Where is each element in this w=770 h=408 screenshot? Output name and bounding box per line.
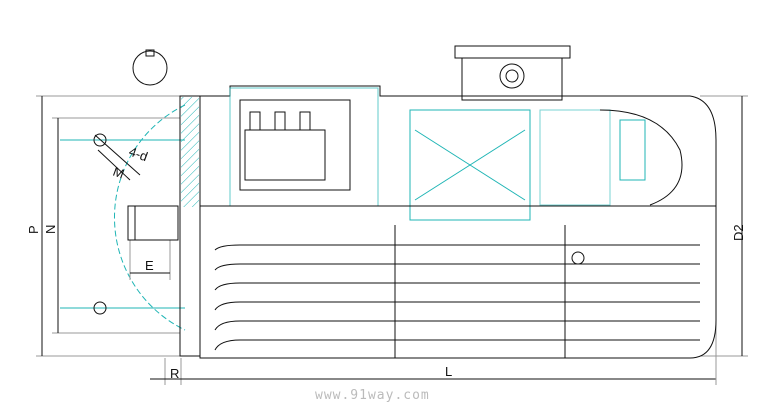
flange-view bbox=[60, 104, 186, 331]
label-D2: D2 bbox=[731, 224, 746, 241]
label-E: E bbox=[145, 258, 154, 273]
cooling-fins bbox=[214, 225, 700, 358]
shaft bbox=[127, 205, 179, 241]
bolt-hole-bottom bbox=[93, 301, 107, 315]
label-holes: 4-d bbox=[127, 144, 150, 165]
flange-plate bbox=[179, 95, 201, 357]
label-M: M bbox=[111, 164, 126, 182]
bolt-hole-top bbox=[93, 133, 107, 147]
label-N: N bbox=[43, 225, 58, 234]
label-P: P bbox=[26, 225, 41, 234]
watermark: www.91way.com bbox=[315, 388, 430, 403]
shaft-key-section bbox=[132, 49, 168, 86]
motor-body bbox=[199, 85, 717, 359]
terminal-box bbox=[454, 45, 571, 101]
label-R: R bbox=[170, 366, 179, 381]
label-L: L bbox=[445, 364, 452, 379]
dimension-lines bbox=[36, 95, 748, 385]
